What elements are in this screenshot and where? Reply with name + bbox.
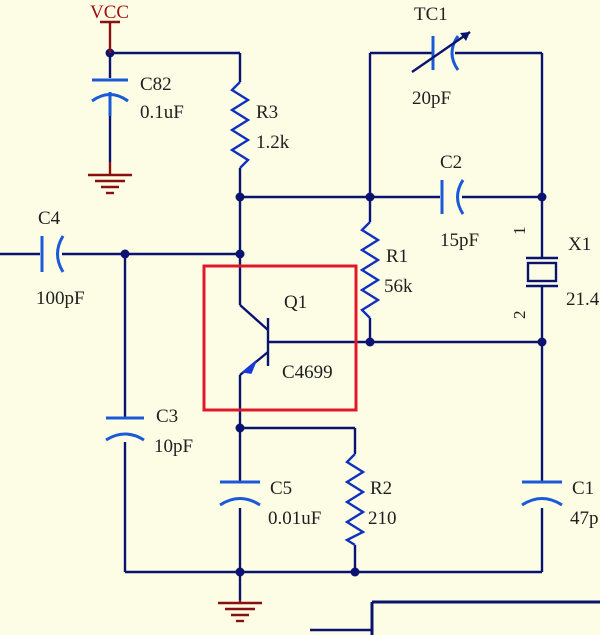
vcc-label: VCC <box>90 2 129 23</box>
c5-ref: C5 <box>270 478 292 499</box>
capacitor-c1: C1 47p <box>521 478 599 529</box>
r2-value: 210 <box>368 508 397 529</box>
capacitor-c82: C82 0.1uF <box>91 74 184 123</box>
x1-value: 21.4 <box>566 289 600 310</box>
capacitor-c3: C3 10pF <box>105 406 193 457</box>
c5-value: 0.01uF <box>268 508 321 529</box>
r3-ref: R3 <box>256 102 278 123</box>
q1-highlight-box <box>202 264 358 412</box>
ground-icon-bottom <box>218 600 262 623</box>
x1-ref: X1 <box>568 234 591 255</box>
c4-ref: C4 <box>38 208 61 229</box>
c2-value: 15pF <box>440 230 479 251</box>
c3-ref: C3 <box>156 406 178 427</box>
vcc-power-symbol: VCC <box>90 2 129 53</box>
r1-ref: R1 <box>386 246 408 267</box>
crystal-x1: 1 2 X1 21.4 <box>510 227 600 320</box>
c2-ref: C2 <box>440 152 462 173</box>
resistor-r1: R1 56k <box>359 221 413 319</box>
q1-ref: Q1 <box>284 292 307 313</box>
c82-value: 0.1uF <box>140 102 184 123</box>
capacitor-c2: C2 15pF <box>440 152 479 251</box>
c1-value: 47p <box>570 508 599 529</box>
resistor-r2: R2 210 <box>344 453 397 547</box>
capacitor-c4: C4 100pF <box>36 208 85 309</box>
tc1-ref: TC1 <box>414 4 448 25</box>
junction-dots <box>105 48 547 577</box>
c3-value: 10pF <box>154 436 193 457</box>
capacitor-c5: C5 0.01uF <box>219 478 321 529</box>
r2-ref: R2 <box>370 478 392 499</box>
x1-pin1: 1 <box>510 227 529 236</box>
partial-block-outline <box>310 600 600 635</box>
q1-value: C4699 <box>282 362 333 383</box>
trimmer-capacitor-tc1: TC1 20pF <box>411 4 471 109</box>
x1-pin2: 2 <box>510 311 529 320</box>
c4-value: 100pF <box>36 288 85 309</box>
c82-ref: C82 <box>140 74 172 95</box>
r3-value: 1.2k <box>256 132 290 153</box>
tc1-value: 20pF <box>412 88 451 109</box>
resistor-r3: R3 1.2k <box>229 81 290 169</box>
r1-value: 56k <box>384 276 413 297</box>
wires <box>0 51 544 600</box>
transistor-q1: Q1 C4699 <box>239 292 333 383</box>
c1-ref: C1 <box>572 478 594 499</box>
ground-icon-top <box>88 162 132 195</box>
